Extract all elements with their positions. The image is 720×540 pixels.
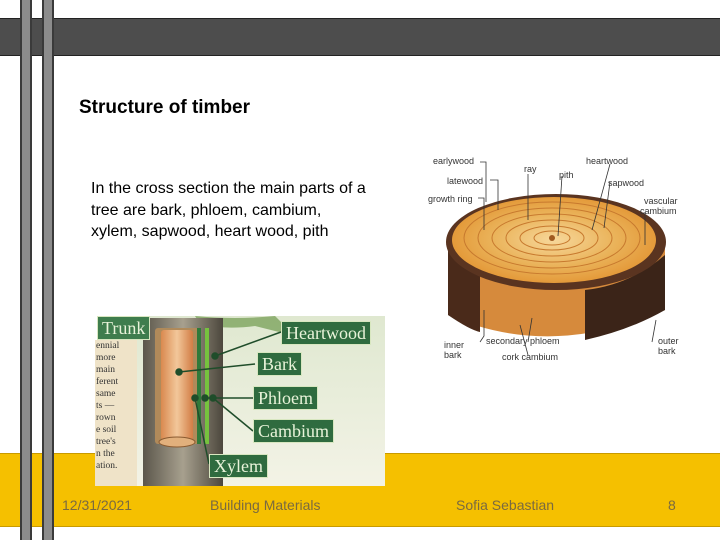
label-inner: inner — [444, 340, 465, 350]
bark-cutaway — [585, 255, 665, 340]
label-pith: pith — [559, 170, 574, 180]
header-bar — [0, 18, 720, 56]
slide-title: Structure of timber — [79, 97, 251, 118]
growth-rings — [463, 201, 641, 275]
slide-body-text: In the cross section the main parts of a… — [91, 180, 366, 240]
label-latewood: latewood — [447, 176, 484, 186]
pith-dot — [549, 235, 555, 241]
label-cambium: Cambium — [253, 419, 334, 443]
decorative-stripe-right — [42, 0, 54, 540]
label-vascular-cambium: cambium — [640, 206, 677, 216]
label-heartwood-diagram: heartwood — [586, 156, 629, 166]
label-phloem: Phloem — [253, 386, 319, 410]
book-page-scrap: ennial more main ferent same ts — rown e… — [95, 340, 139, 486]
label-vascular: vascular — [644, 196, 678, 206]
label-inner-bark: bark — [444, 350, 462, 360]
cross-section-diagram: earlywood latewood growth ring ray pith … — [420, 150, 690, 365]
label-sapwood: sapwood — [608, 178, 645, 188]
label-growth-ring: growth ring — [428, 194, 473, 204]
label-ray: ray — [524, 164, 537, 174]
footer-page-number: 8 — [668, 497, 676, 513]
footer-date: 12/31/2021 — [62, 497, 133, 513]
label-heartwood: Heartwood — [281, 321, 371, 345]
footer-author: Sofia Sebastian — [456, 497, 555, 513]
decorative-stripe-left — [20, 0, 32, 540]
trunk-xylem — [161, 330, 193, 440]
footer-course: Building Materials — [210, 497, 321, 513]
label-cork-cambium: cork cambium — [502, 352, 559, 362]
cross-section-drawing — [446, 161, 666, 356]
label-outer-bark: bark — [658, 346, 676, 356]
trunk-illustration: ennial more main ferent same ts — rown e… — [95, 316, 385, 486]
label-secondary-phloem: secondary phloem — [486, 336, 560, 346]
label-xylem: Xylem — [209, 454, 268, 478]
label-bark: Bark — [257, 352, 302, 376]
label-earlywood: earlywood — [433, 156, 475, 166]
label-trunk: Trunk — [97, 316, 151, 340]
label-outer: outer — [658, 336, 679, 346]
